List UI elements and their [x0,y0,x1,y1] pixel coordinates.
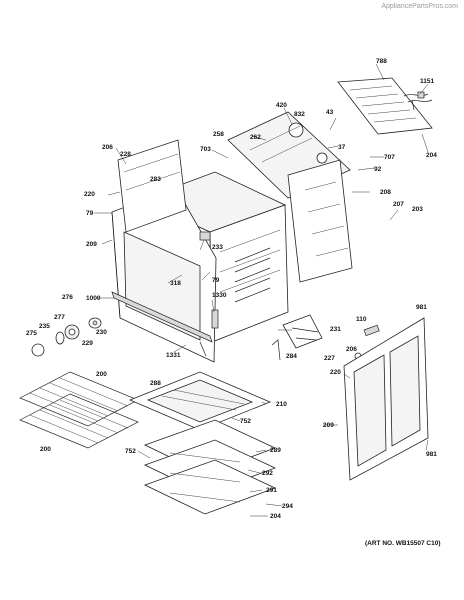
callout-208: 208 [380,189,391,196]
oven-racks [19,371,139,449]
bottom-trim [111,291,213,357]
callout-703: 703 [200,146,211,153]
callout-203: 203 [412,206,423,213]
callout-43: 43 [326,109,334,116]
callout-235: 235 [39,323,50,330]
callout-233: 233 [212,244,223,251]
callout-289: 289 [270,447,281,454]
wire-harness [403,91,433,111]
callout-204: 204 [426,152,437,159]
art-number: (ART NO. WB15507 C10) [365,540,441,547]
callout-1331: 1331 [166,352,181,359]
callout-752-b: 752 [125,448,136,455]
callout-284: 284 [286,353,297,360]
callout-209: 209 [86,241,97,248]
oven-side-panel [287,159,353,283]
callout-788: 788 [376,58,387,65]
callout-1151: 1151 [420,78,435,85]
callout-291: 291 [266,487,277,494]
side-trim [117,139,187,233]
callout-227: 227 [324,355,335,362]
callout-207: 207 [393,201,404,208]
front-frame [111,187,217,363]
rear-cover-panel [337,77,433,135]
callout-981-b: 981 [426,451,437,458]
callout-262: 262 [250,134,261,141]
control-knobs [31,317,102,357]
callout-981: 981 [416,304,427,311]
callout-294: 294 [282,503,293,510]
callout-231: 231 [330,326,341,333]
callout-209-b: 209 [323,422,334,429]
callout-318: 318 [170,280,181,287]
callout-79-b: 79 [212,277,220,284]
callout-832: 832 [294,111,305,118]
callout-230: 230 [96,329,107,336]
oven-door [343,317,429,481]
callout-210: 210 [276,401,287,408]
callout-229: 229 [82,340,93,347]
callout-292: 292 [262,470,273,477]
callout-276: 276 [62,294,73,301]
callout-92: 92 [374,166,382,173]
lower-panels [143,419,277,515]
callout-228: 228 [120,151,131,158]
callout-200: 200 [96,371,107,378]
callout-220-b: 220 [330,369,341,376]
temperature-sensor [271,339,281,361]
leader-lines [94,63,429,517]
callout-752: 752 [240,418,251,425]
callout-1330: 1330 [212,292,227,299]
callout-220: 220 [84,191,95,198]
callout-1000: 1000 [86,295,101,302]
callout-420: 420 [276,102,287,109]
callout-200-b: 200 [40,446,51,453]
broil-element [234,247,271,303]
callout-204-b: 204 [270,513,281,520]
callout-206: 206 [102,144,113,151]
small-brackets [199,231,219,329]
watermark: AppliancePartsPros.com [381,3,458,10]
oven-bottom [128,371,272,431]
callout-288: 288 [150,380,161,387]
callout-277: 277 [54,314,65,321]
callout-110: 110 [356,316,367,323]
callout-258: 258 [213,131,224,138]
callout-79: 79 [86,210,94,217]
callout-283: 283 [150,176,161,183]
callout-707: 707 [384,154,395,161]
callout-37: 37 [338,144,346,151]
callout-206-b: 206 [346,346,357,353]
callout-275: 275 [26,330,37,337]
